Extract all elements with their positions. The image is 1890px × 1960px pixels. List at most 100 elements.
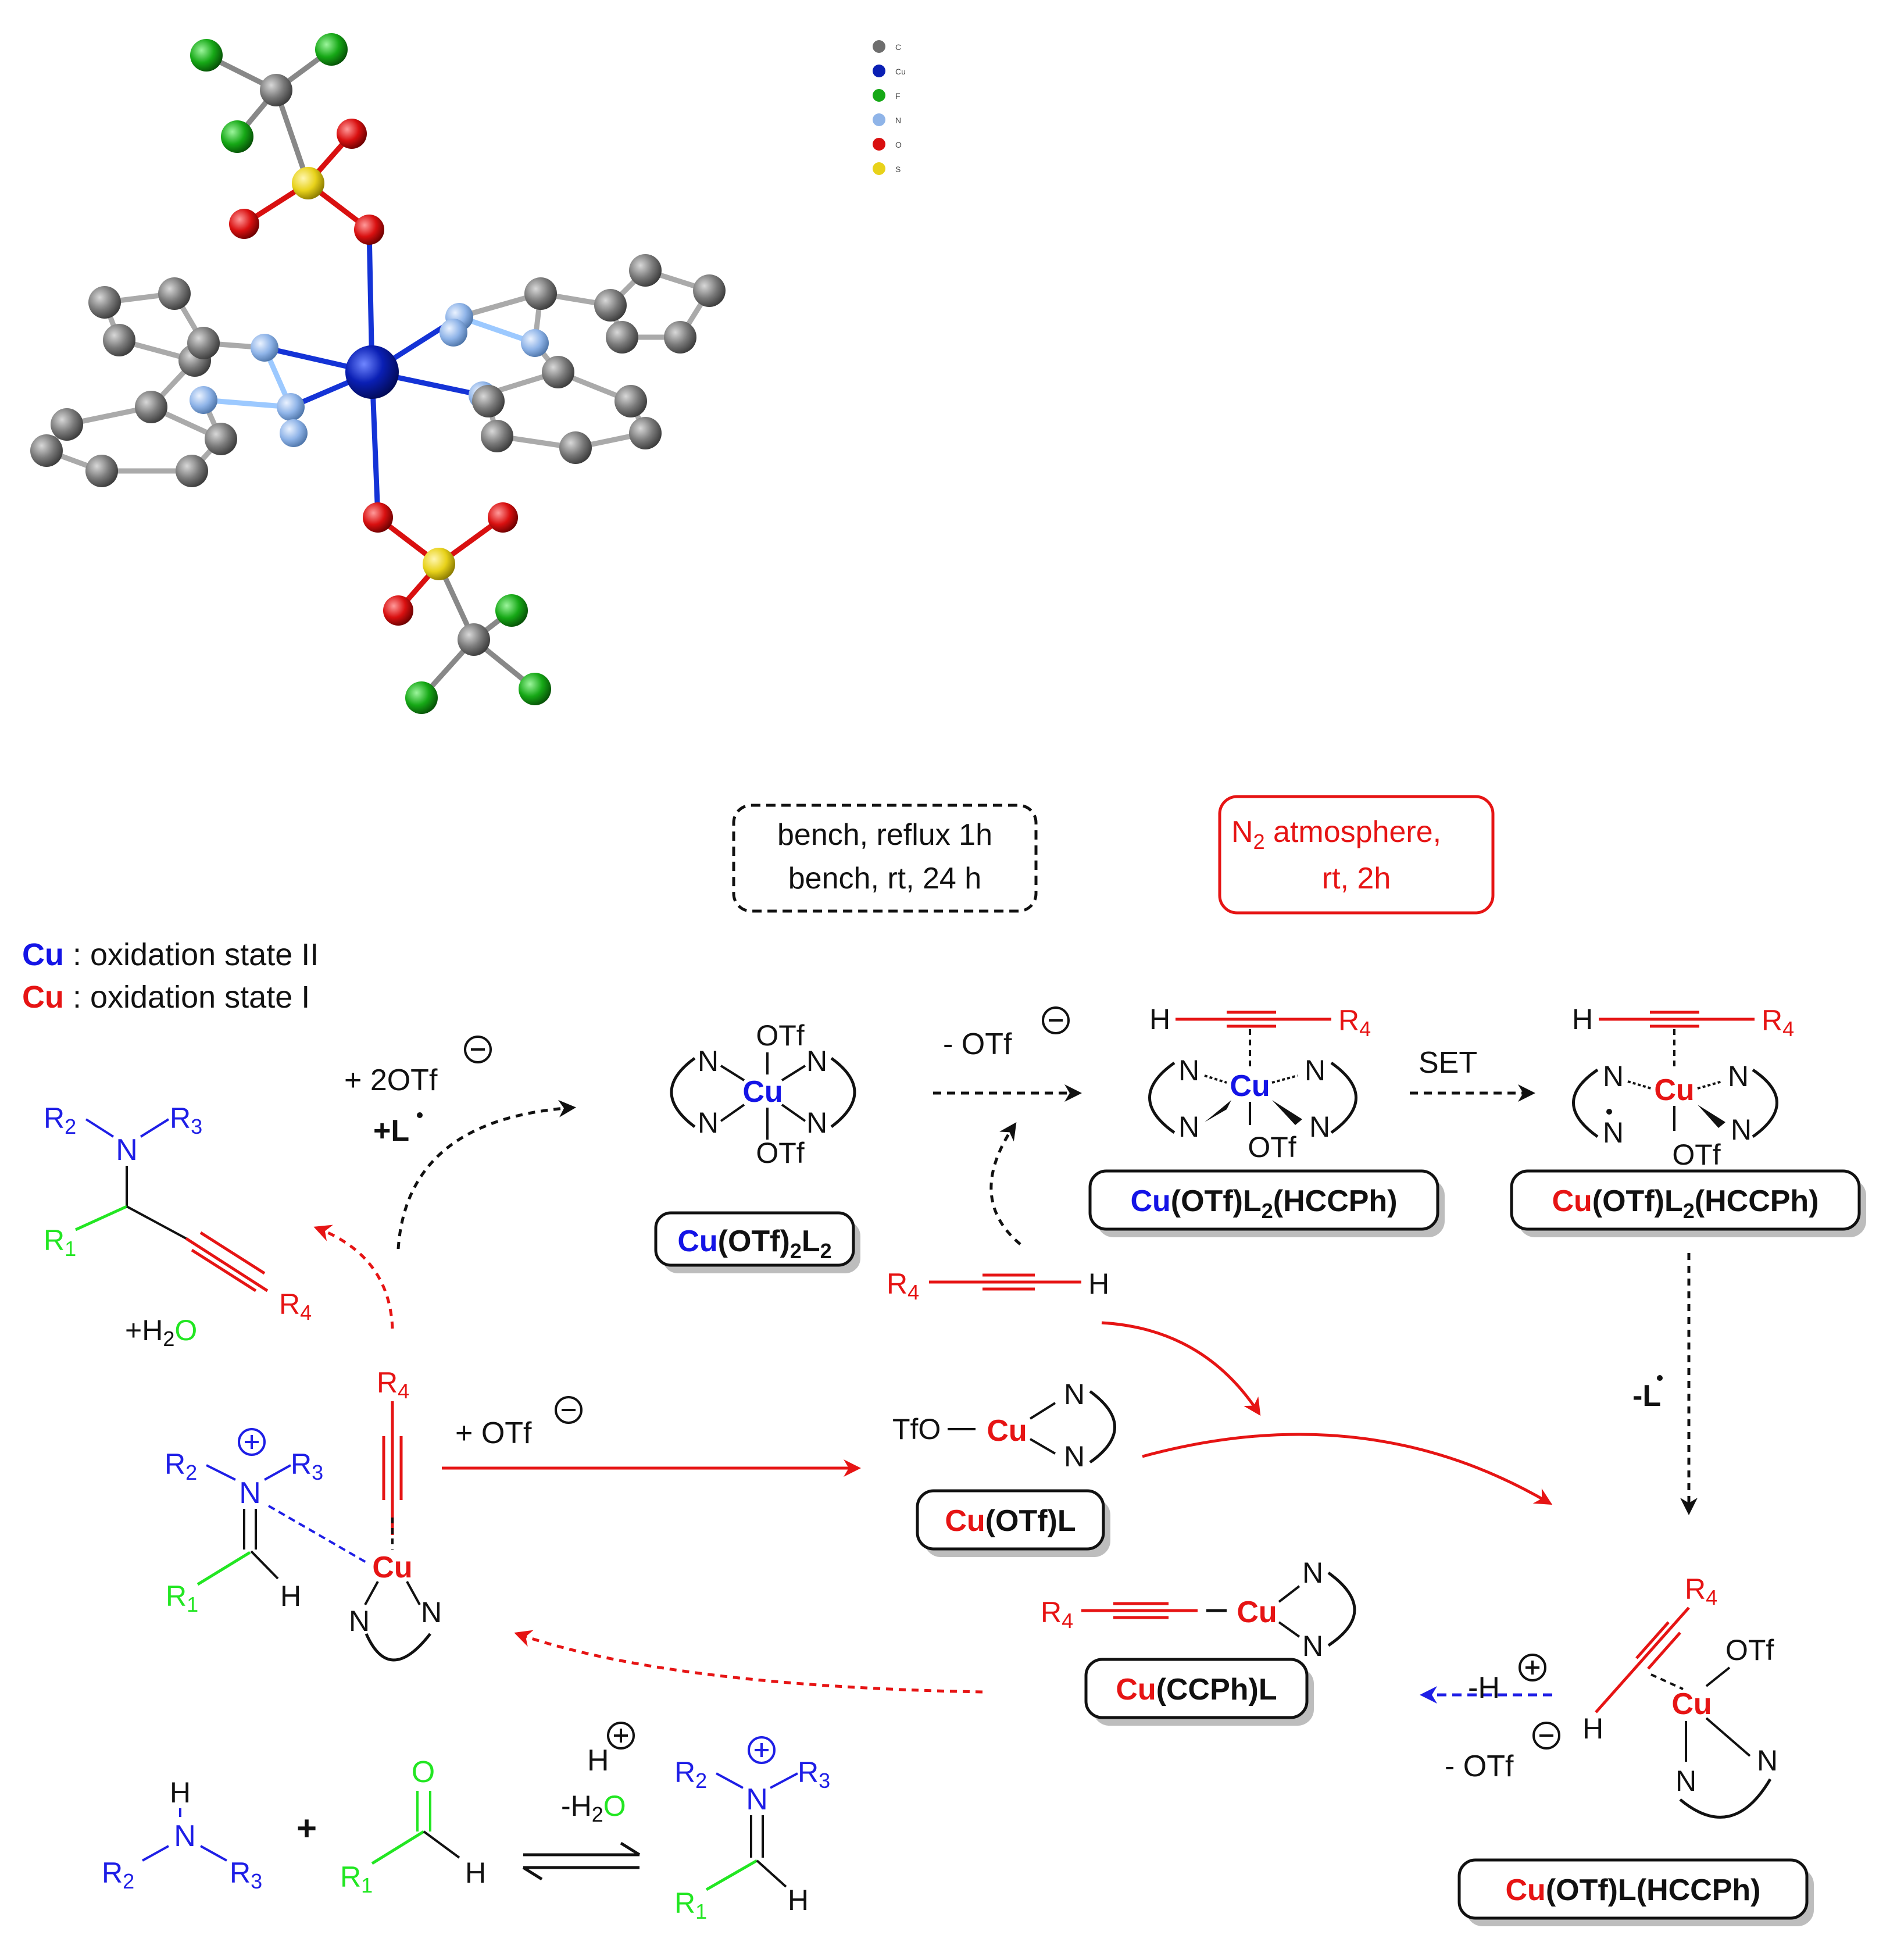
structure-atom <box>481 420 513 452</box>
minus-otf-reagent: - OTf <box>943 1027 1012 1061</box>
n2-condition-1: N2 atmosphere, <box>1231 815 1441 854</box>
structure-atom <box>472 385 505 417</box>
catalyst-regeneration-arrow <box>396 1099 576 1249</box>
h-atom: H <box>1088 1268 1109 1300</box>
structure-atom <box>176 455 208 487</box>
n-atom: N <box>421 1596 442 1629</box>
n-atom: N <box>1302 1556 1323 1589</box>
minus-charge-icon <box>555 1396 583 1424</box>
plus-water-label: +H2O <box>125 1314 197 1351</box>
plus-charge-icon <box>607 1722 635 1750</box>
set-label: SET <box>1419 1046 1477 1080</box>
structure-atom <box>345 345 399 399</box>
plus-charge-icon <box>748 1736 776 1764</box>
n-atom: N <box>1178 1054 1199 1087</box>
structure-atom <box>488 502 518 533</box>
legend-atom-label: S <box>895 165 901 174</box>
h-atom: H <box>1572 1003 1593 1036</box>
label-text: Cu(OTf)L(HCCPh) <box>1506 1873 1761 1907</box>
structure-atom <box>260 74 292 106</box>
h-atom: H <box>280 1580 301 1612</box>
legend-atom-label: O <box>895 140 902 149</box>
structure-atom <box>524 277 557 310</box>
n-atom: N <box>1675 1765 1696 1797</box>
minus-charge-icon <box>464 1036 492 1063</box>
structure-atom <box>30 434 63 467</box>
tfo-ligand: TfO <box>892 1413 941 1445</box>
r1-group: R1 <box>340 1861 373 1897</box>
n-atom: N <box>239 1476 261 1510</box>
label-text: Cu(OTf)2L2 <box>677 1224 831 1263</box>
r2-group: R2 <box>44 1102 76 1138</box>
cu-center: Cu <box>1654 1073 1694 1107</box>
axial-otf-top: OTf <box>756 1019 804 1052</box>
label-cu-otf-l2-hccph-red: Cu(OTf)L2(HCCPh) <box>1510 1169 1866 1237</box>
axial-otf: OTf <box>1672 1138 1720 1171</box>
label-cu-otf-l2-hccph-blue: Cu(OTf)L2(HCCPh) <box>1088 1169 1445 1237</box>
structure-atom <box>664 321 696 354</box>
equilibrium-arrows <box>522 1841 641 1881</box>
structure-atom <box>495 594 528 627</box>
legend-atom-swatch <box>873 89 885 102</box>
label-text: Cu(CCPh)L <box>1116 1673 1277 1706</box>
r2-group: R2 <box>165 1448 197 1484</box>
structure-atom <box>629 417 662 449</box>
structure-atom <box>423 548 455 580</box>
n-atom: N <box>1064 1440 1085 1473</box>
label-text: Cu(OTf)L <box>945 1504 1076 1538</box>
cu-center: Cu <box>1237 1595 1277 1629</box>
minus-h-label: -H <box>1468 1671 1500 1705</box>
structure-atom <box>693 274 726 307</box>
legend-atom-swatch <box>873 162 885 175</box>
r4-group: R4 <box>1338 1004 1371 1041</box>
o-atom: O <box>412 1755 435 1789</box>
cu-center: Cu <box>372 1551 412 1584</box>
structure-atom <box>251 334 278 362</box>
plus-2otf-label: + 2OTf <box>344 1063 438 1097</box>
structure-atom <box>221 120 253 153</box>
plus-otf-label: + OTf <box>455 1416 532 1450</box>
axial-otf-bottom: OTf <box>756 1137 804 1169</box>
structure-atom <box>277 393 305 421</box>
n-atom: N <box>1305 1054 1325 1087</box>
axial-otf: OTf <box>1248 1131 1296 1163</box>
n-atom: N <box>1757 1744 1778 1777</box>
r1-group: R1 <box>166 1580 198 1616</box>
structure-atoms <box>30 33 726 714</box>
legend-cu2: Cu : oxidation state II <box>22 937 319 972</box>
radical-dot-icon <box>1606 1109 1612 1115</box>
to-product-arrow <box>313 1224 394 1329</box>
h-atom: H <box>465 1857 486 1889</box>
n-atom: N <box>1302 1630 1323 1662</box>
r4-group: R4 <box>377 1366 409 1403</box>
acetylide-addition-arrow <box>514 1630 983 1694</box>
structure-atom <box>542 356 574 388</box>
structure-atom <box>280 419 308 447</box>
complex-cu-acetylide: R4 Cu N N <box>1041 1556 1356 1662</box>
n-atom: N <box>1731 1113 1752 1146</box>
otf-ligand: OTf <box>1725 1634 1774 1666</box>
structure-atom <box>315 33 348 66</box>
structure-atom <box>614 385 647 417</box>
legend-atom-label: C <box>895 42 901 52</box>
label-text: Cu(OTf)L2(HCCPh) <box>1130 1184 1397 1223</box>
r2-group: R2 <box>102 1857 134 1893</box>
structure-atom <box>292 167 324 199</box>
iminium-ion: R2 N R3 R1 H <box>674 1736 830 1923</box>
n-atom: N <box>746 1783 768 1816</box>
structure-atom <box>363 502 393 533</box>
structure-atom <box>519 673 551 705</box>
structure-atom <box>88 286 121 319</box>
minus-charge-icon <box>1042 1006 1070 1034</box>
propargylamine-product: R2 N R3 R1 R4 +H2O <box>44 1102 312 1351</box>
oxidation-state-legend: Cu : oxidation state II Cu : oxidation s… <box>22 937 319 1015</box>
n-atom: N <box>1728 1060 1749 1093</box>
label-text: Cu(OTf)L2(HCCPh) <box>1552 1184 1818 1223</box>
r1-group: R1 <box>44 1224 76 1261</box>
n-atom: N <box>1603 1116 1624 1149</box>
n-atom: N <box>1064 1378 1085 1411</box>
cu-center: Cu <box>1671 1687 1712 1721</box>
structure-atom <box>190 386 217 414</box>
